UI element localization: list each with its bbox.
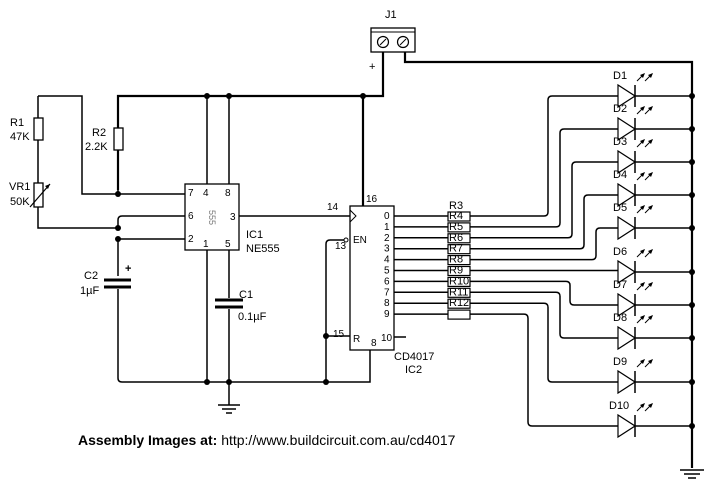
ic2-pin10: 10 <box>381 333 393 344</box>
led-6: D6 <box>613 246 695 285</box>
ground-icon <box>680 469 704 479</box>
ic2-output-4: 4 <box>384 255 390 266</box>
j1-plus: + <box>369 61 375 73</box>
ic2-part: CD4017 <box>394 351 434 363</box>
ic1-555 <box>184 183 240 251</box>
ic2-cd4017 <box>349 205 395 351</box>
ic2-output-0: 0 <box>384 211 390 222</box>
resistor-label: R9 <box>449 265 463 277</box>
ic1-pin3: 3 <box>230 212 236 223</box>
ground-icon <box>218 382 240 414</box>
resistor-label: R6 <box>449 232 463 244</box>
ic2-name: IC2 <box>405 364 422 376</box>
resistor-label: R8 <box>449 254 463 266</box>
ic1-pin1: 1 <box>203 239 209 250</box>
vr1-name: VR1 <box>9 181 30 193</box>
led-1: D1 <box>613 70 695 109</box>
ic1-name: IC1 <box>246 229 263 241</box>
c2-name: C2 <box>84 270 98 282</box>
ic1-pin4: 4 <box>203 188 209 199</box>
c2-plus: + <box>125 263 131 275</box>
assembly-footer: Assembly Images at: http://www.buildcirc… <box>78 432 455 448</box>
led-2: D2 <box>613 103 695 142</box>
connector-j1: J1 + <box>369 9 416 73</box>
ic2-output-3: 3 <box>384 244 390 255</box>
led-label: D5 <box>613 202 627 214</box>
resistor-label: R3 <box>449 200 463 212</box>
led-label: D2 <box>613 103 627 115</box>
ic2-pin16: 16 <box>366 194 378 205</box>
led-label: D1 <box>613 70 627 82</box>
ic2-output-9: 9 <box>384 309 390 320</box>
ic1-part: NE555 <box>246 243 280 255</box>
ic2-output-2: 2 <box>384 233 390 244</box>
ic2-pin-en: EN <box>353 235 367 246</box>
led-label: D10 <box>609 400 629 412</box>
resistor-r2 <box>113 127 124 151</box>
resistor-label: R7 <box>449 243 463 255</box>
resistor-r1 <box>33 117 44 141</box>
r2-value: 2.2K <box>85 141 108 153</box>
variable-resistor-vr1 <box>33 182 44 208</box>
ic2-output-5: 5 <box>384 266 390 277</box>
led-4: D4 <box>613 169 695 208</box>
ic2-pin13: 13 <box>335 241 347 252</box>
resistor-label: R5 <box>449 221 463 233</box>
led-7: D7 <box>613 279 695 318</box>
ic2-pin14: 14 <box>327 202 339 213</box>
r2-name: R2 <box>92 127 106 139</box>
ic1-pin5: 5 <box>225 239 231 250</box>
footer-bold: Assembly Images at: <box>78 432 218 448</box>
ic2-pin15: 15 <box>333 329 345 340</box>
r1-name: R1 <box>10 117 24 129</box>
ic2-output-6: 6 <box>384 276 390 287</box>
ic1-pin6: 6 <box>188 211 194 222</box>
led-label: D4 <box>613 169 627 181</box>
led-9: D9 <box>613 356 695 395</box>
ic1-pin7: 7 <box>188 188 194 199</box>
screw-icon <box>376 35 390 49</box>
resistor-label: R11 <box>449 286 468 298</box>
led-10: D10 <box>609 400 695 439</box>
led-8: D8 <box>613 312 695 351</box>
j1-label: J1 <box>385 9 397 21</box>
ic1-pin2: 2 <box>188 234 194 245</box>
c2-value: 1µF <box>80 285 99 297</box>
ic2-output-1: 1 <box>384 222 390 233</box>
resistor-label: R4 <box>449 210 463 222</box>
c1-value: 0.1µF <box>238 311 267 323</box>
resistor-label: R10 <box>449 275 469 287</box>
resistor <box>447 309 471 320</box>
led-label: D9 <box>613 356 627 368</box>
ic2-pin8: 8 <box>371 338 377 349</box>
led-label: D8 <box>613 312 627 324</box>
led-label: D7 <box>613 279 627 291</box>
screw-icon <box>396 35 410 49</box>
ic1-pin8: 8 <box>225 188 231 199</box>
resistor-label: R12 <box>449 297 469 309</box>
c1-name: C1 <box>239 289 253 301</box>
vr1-value: 50K <box>10 196 30 208</box>
ic2-pin-r: R <box>353 334 360 345</box>
led-label: D3 <box>613 136 627 148</box>
footer-url[interactable]: http://www.buildcircuit.com.au/cd4017 <box>221 432 456 448</box>
ic2-output-8: 8 <box>384 298 390 309</box>
led-label: D6 <box>613 246 627 258</box>
led-5: D5 <box>613 202 695 241</box>
r1-value: 47K <box>10 131 30 143</box>
ic2-output-7: 7 <box>384 287 390 298</box>
ic1-chip-text: 555 <box>207 210 217 225</box>
led-3: D3 <box>613 136 695 175</box>
